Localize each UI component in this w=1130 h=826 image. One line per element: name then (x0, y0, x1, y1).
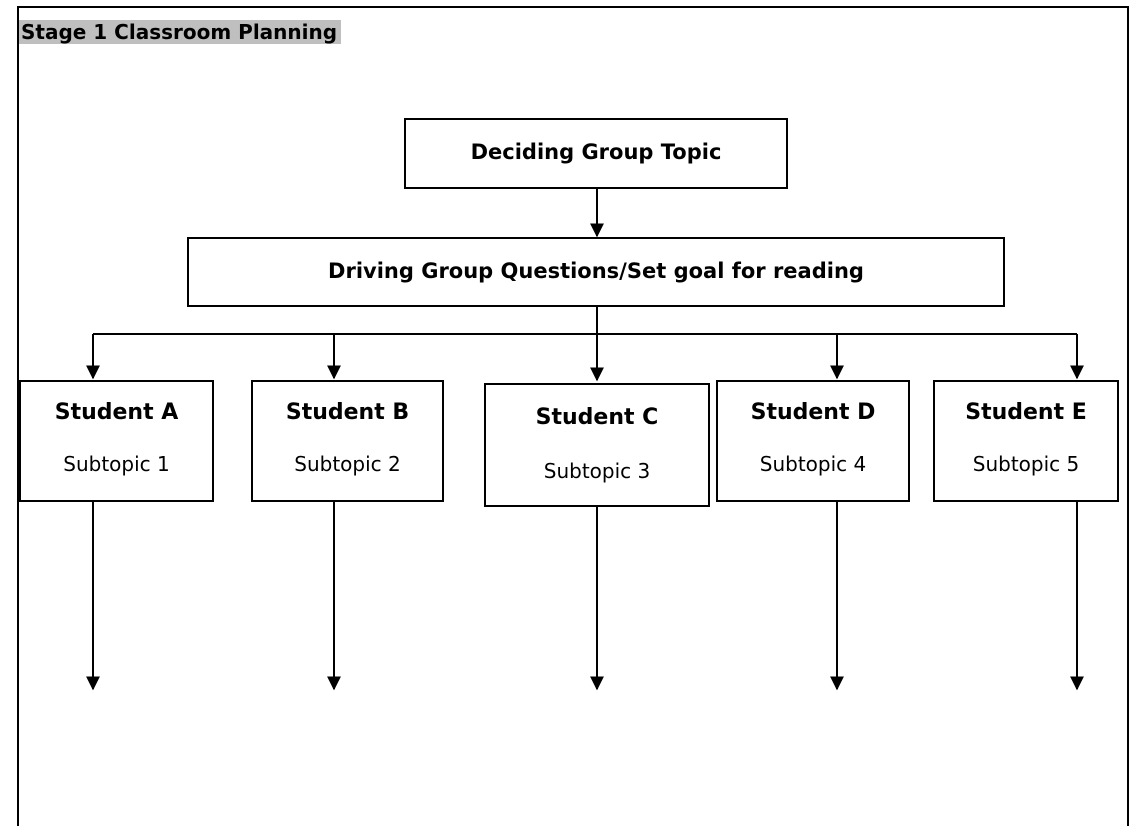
page-frame (17, 6, 1129, 826)
student-name: Student E (965, 400, 1087, 425)
student-box-b: Student B Subtopic 2 (251, 380, 444, 502)
student-name: Student B (285, 400, 410, 425)
student-subtopic: Subtopic 5 (972, 452, 1080, 476)
student-name: Student A (54, 400, 179, 425)
driving-questions-label: Driving Group Questions/Set goal for rea… (328, 259, 864, 283)
student-box-a: Student A Subtopic 1 (19, 380, 214, 502)
student-name: Student C (535, 405, 659, 430)
deciding-group-topic-box: Deciding Group Topic (404, 118, 788, 189)
student-subtopic: Subtopic 1 (63, 452, 170, 476)
student-subtopic: Subtopic 3 (543, 459, 651, 483)
stage-title: Stage 1 Classroom Planning (19, 20, 342, 44)
student-name: Student D (750, 400, 876, 425)
student-box-c: Student C Subtopic 3 (484, 383, 710, 507)
student-subtopic: Subtopic 4 (759, 452, 867, 476)
student-box-d: Student D Subtopic 4 (716, 380, 910, 502)
driving-questions-box: Driving Group Questions/Set goal for rea… (187, 237, 1005, 307)
student-box-e: Student E Subtopic 5 (933, 380, 1119, 502)
student-subtopic: Subtopic 2 (294, 452, 401, 476)
deciding-group-topic-label: Deciding Group Topic (470, 140, 722, 164)
